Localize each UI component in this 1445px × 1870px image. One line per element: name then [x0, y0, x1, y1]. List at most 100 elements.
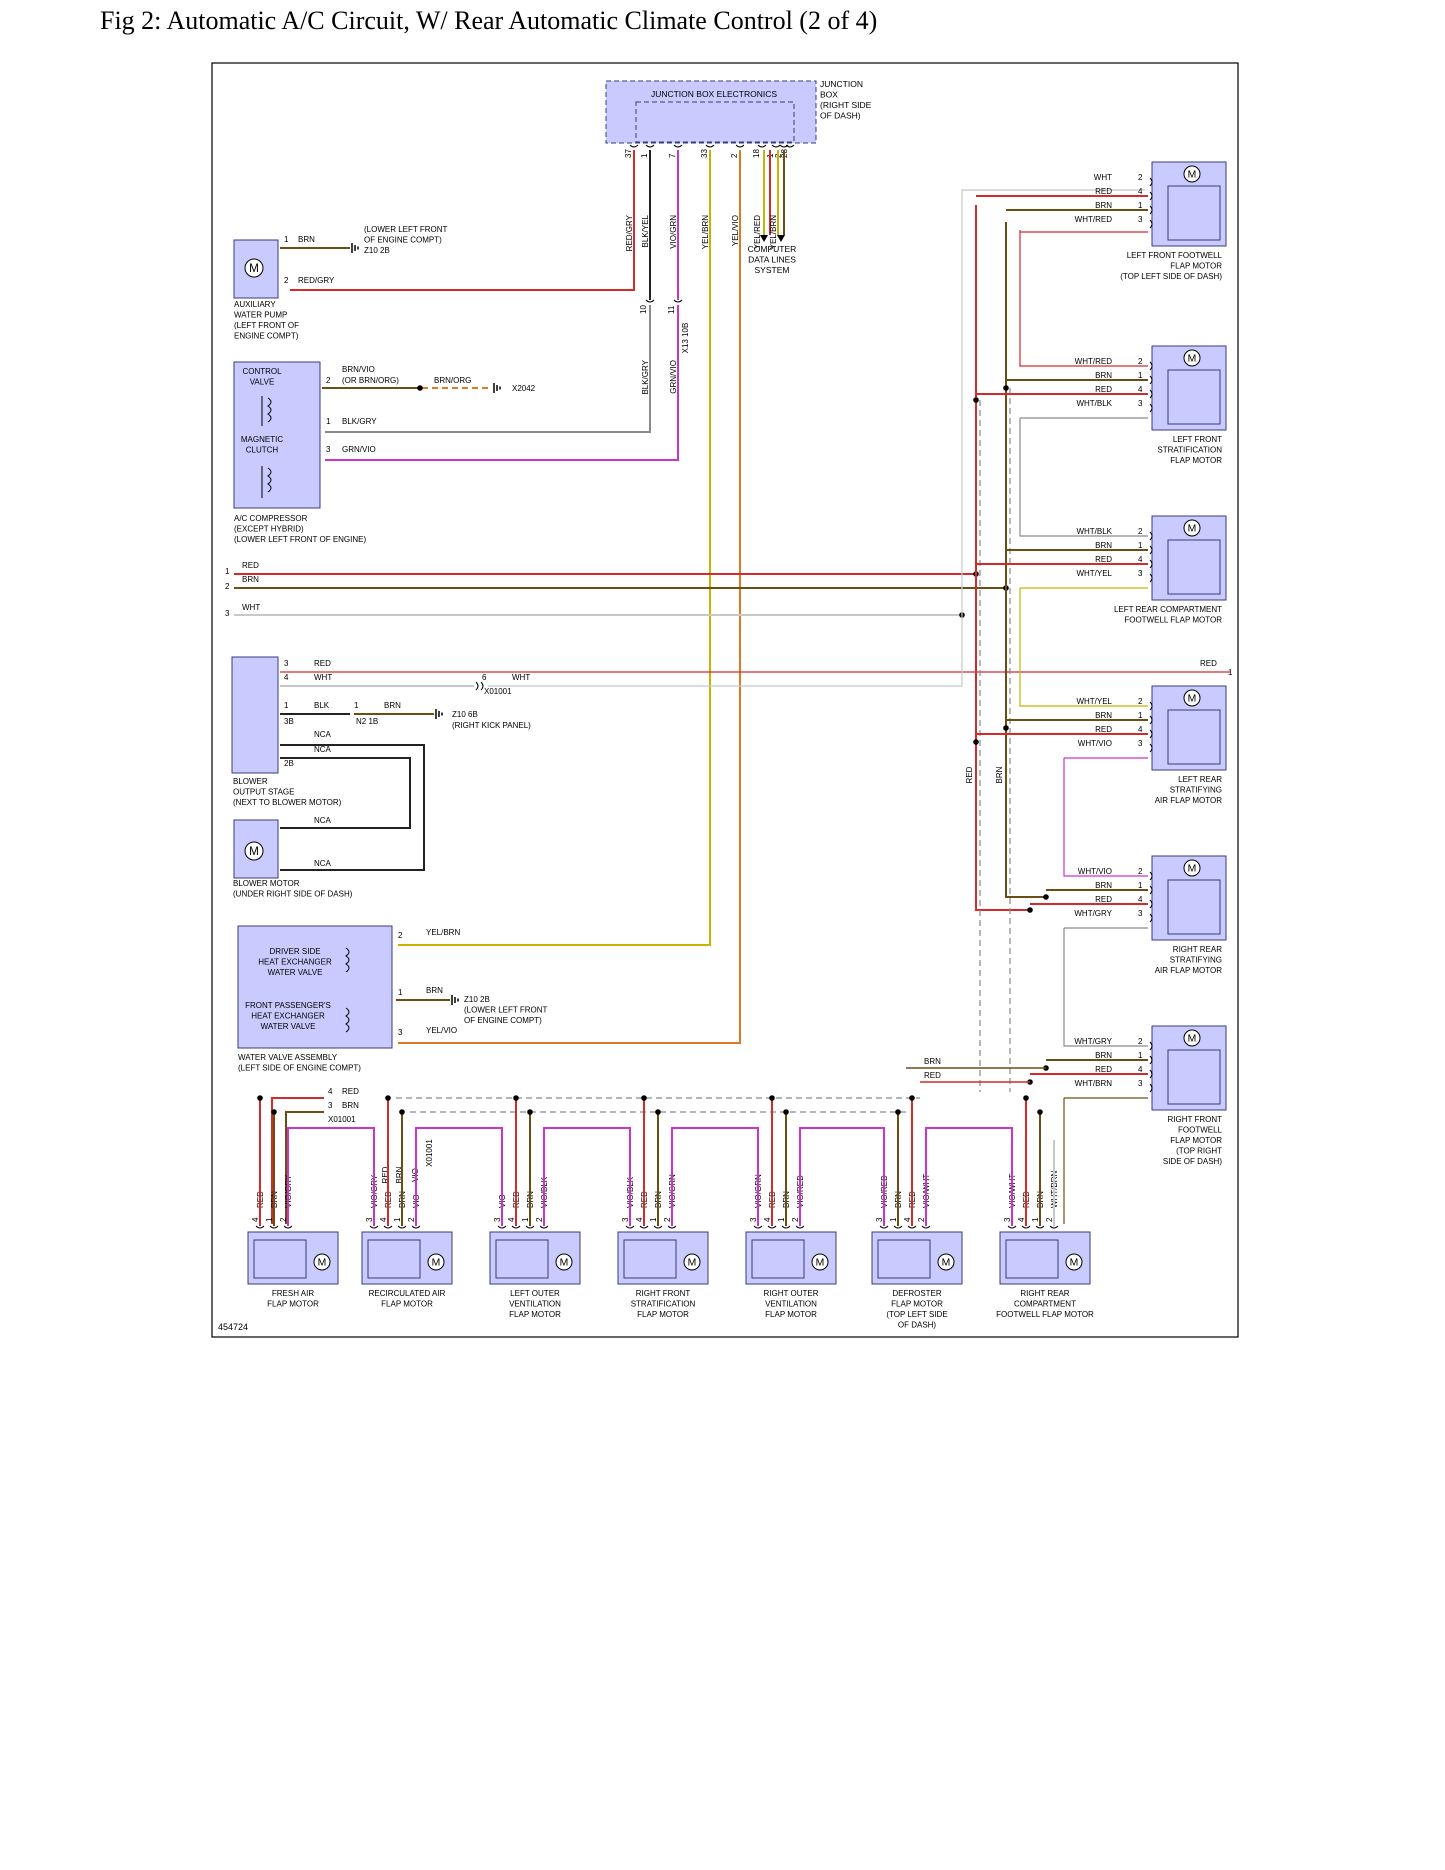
wire-wht-blk-link: [1019, 418, 1148, 537]
wire-vio-loop: [287, 1127, 375, 1140]
wire-label: RED: [381, 1166, 390, 1183]
connector-icon: [921, 1225, 931, 1229]
pin: 1: [225, 567, 230, 576]
motor-body: [1005, 1239, 1059, 1279]
wire-vio-loop: [671, 1127, 759, 1140]
pump-label: (LEFT FRONT OF: [234, 321, 299, 330]
junction-inner: [635, 101, 795, 143]
connector-icon: [369, 1225, 379, 1229]
wire-label: BRN: [426, 986, 443, 995]
connector-icon: [1149, 389, 1153, 399]
pump-label: AUXILIARY: [234, 300, 276, 309]
wire-label: NCA: [314, 745, 332, 754]
pin: 3: [1138, 215, 1143, 224]
wire-yel-brn: [398, 150, 711, 946]
motor-symbol-text: M: [1188, 354, 1197, 365]
wire-label: RED: [342, 1087, 359, 1096]
connector-icon: [757, 144, 767, 148]
wire-label: RED/GRY: [625, 214, 634, 251]
motor-symbol-text: M: [816, 1258, 825, 1269]
flap-motor-label: FOOTWELL FLAP MOTOR: [1124, 616, 1222, 625]
motor-symbol-text: M: [249, 262, 259, 275]
bottom-motor-label: FLAP MOTOR: [267, 1300, 319, 1309]
pin: 2: [284, 276, 289, 285]
connector-icon: [480, 681, 484, 691]
wire-label: WHT: [1094, 173, 1112, 182]
pin: 2: [398, 931, 403, 940]
flap-motor-label: SIDE OF DASH): [1163, 1157, 1222, 1166]
coil-icon: [345, 947, 350, 1033]
splice-dot: [783, 1109, 789, 1115]
wire-label: WHT: [242, 603, 260, 612]
pin: 4: [903, 1217, 912, 1222]
pin: 2: [225, 582, 230, 591]
pump-motor-icon: [244, 258, 264, 278]
pin: 2: [1045, 1217, 1054, 1222]
pin: 3: [493, 1217, 502, 1222]
connector-icon: [1149, 715, 1153, 725]
connector-icon: [795, 1225, 805, 1229]
wire-label: YEL/BRN: [769, 215, 778, 249]
wire-label: WHT/YEL: [1076, 697, 1112, 706]
wire-grn-vio: [325, 305, 679, 461]
pump-label: WATER PUMP: [234, 311, 287, 320]
splice-dot: [641, 1095, 647, 1101]
wire-label: BRN: [1095, 201, 1112, 210]
diagram-frame: [211, 62, 1239, 1338]
connector-ref: X01001: [328, 1115, 356, 1124]
connector-icon: [1021, 1225, 1031, 1229]
connector-icon: [411, 1225, 421, 1229]
bottom-motor-label: STRATIFICATION: [631, 1300, 696, 1309]
pin: 4: [284, 673, 289, 682]
pin: 3: [284, 659, 289, 668]
connector-icon: [1035, 1225, 1045, 1229]
splice-dot: [417, 385, 423, 391]
connector-icon: [1149, 729, 1153, 739]
motor-symbol-text: M: [1188, 1034, 1197, 1045]
wire-label: WHT/GRY: [1074, 1037, 1112, 1046]
connector-icon: [1149, 743, 1153, 753]
bottom-motor-label: (TOP LEFT SIDE: [886, 1310, 947, 1319]
wire-label: RED: [242, 561, 259, 570]
connector-icon: [525, 1225, 535, 1229]
connector-icon: [283, 1225, 293, 1229]
junction-location: JUNCTION: [820, 79, 863, 89]
splice-dot: [1003, 385, 1009, 391]
pump-ground-label: Z10 2B: [364, 246, 390, 255]
connector-icon: [735, 144, 745, 148]
passenger-valve-label: FRONT PASSENGER'S: [245, 1001, 331, 1010]
junction-box: [605, 80, 817, 144]
wire-label: BRN: [395, 1166, 404, 1183]
connector-icon: [629, 144, 639, 148]
wire-nca-1: [280, 744, 425, 871]
motor-symbol-text: M: [688, 1258, 697, 1269]
connector-icon: [767, 1225, 777, 1229]
flap-motor-label: FLAP MOTOR: [1170, 262, 1222, 271]
pin: 1: [1138, 881, 1143, 890]
pin: 2: [1138, 357, 1143, 366]
motor-body: [367, 1239, 421, 1279]
wire-label: RED: [1095, 385, 1112, 394]
flap-motor-icon: [1183, 1029, 1201, 1047]
motor-body: [253, 1239, 307, 1279]
pin: 2: [279, 1217, 288, 1222]
connector-icon: [1149, 361, 1153, 371]
connector-icon: [1149, 559, 1153, 569]
splice-dot: [1023, 1095, 1029, 1101]
connector-icon: [673, 144, 683, 148]
pin: 2: [663, 1217, 672, 1222]
flap-motor-label: FLAP MOTOR: [1170, 1136, 1222, 1145]
pin: 1: [1228, 668, 1233, 677]
blower-motor-label: (UNDER RIGHT SIDE OF DASH): [233, 890, 353, 899]
motor-body: [1167, 185, 1221, 241]
bottom-motor-label: COMPARTMENT: [1014, 1300, 1076, 1309]
connector-icon: [497, 1225, 507, 1229]
ac-compressor: [233, 361, 321, 509]
valve-label: VALVE: [250, 378, 275, 387]
connector-icon: [1149, 913, 1153, 923]
motor-body: [1167, 1049, 1221, 1105]
wire-label: RED/GRY: [298, 276, 335, 285]
wire-label: RED: [1095, 187, 1112, 196]
flap-motor-icon: [811, 1253, 829, 1271]
bottom-motor-label: RIGHT REAR: [1020, 1289, 1069, 1298]
